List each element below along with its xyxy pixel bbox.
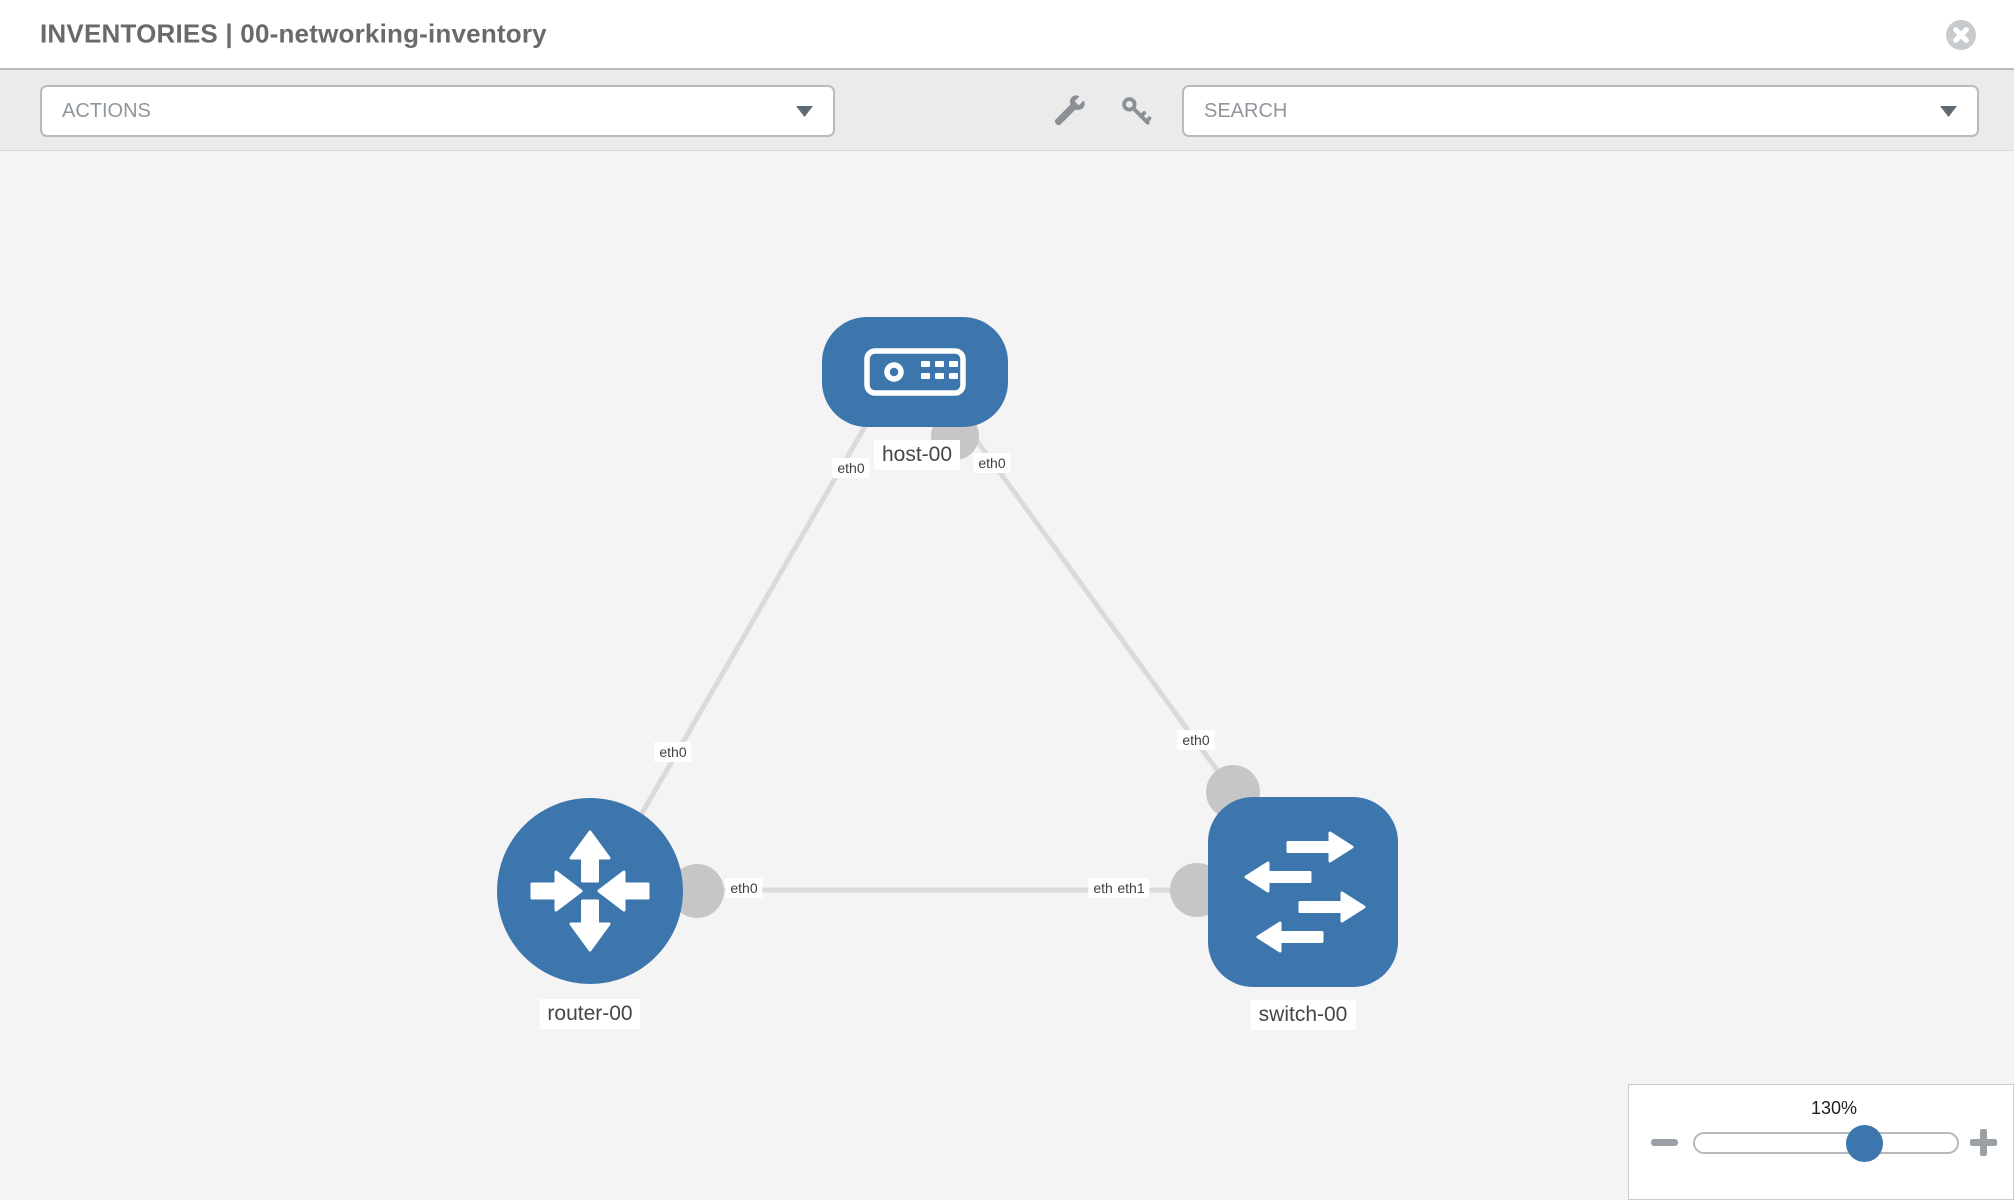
node-label-switch: switch-00: [1250, 1000, 1356, 1030]
port-label-host-router-mid: eth0: [654, 742, 692, 762]
close-button[interactable]: [1945, 19, 1977, 51]
link-host-router: [597, 402, 881, 888]
zoom-slider-handle[interactable]: [1846, 1125, 1883, 1162]
port-router-right: [670, 864, 724, 918]
zoom-slider-track[interactable]: [1693, 1132, 1959, 1154]
topology-graph: [497, 317, 1398, 987]
router-arrows-icon: [530, 830, 650, 952]
server-icon: [864, 348, 966, 396]
link-lines[interactable]: [597, 402, 1236, 893]
search-dropdown-label: SEARCH: [1204, 99, 1288, 122]
window-header: INVENTORIES | 00-networking-inventory: [0, 0, 2014, 68]
node-label-host: host-00: [873, 440, 961, 470]
zoom-level-value: 130%: [1810, 1098, 1858, 1118]
node-router-00[interactable]: [497, 798, 683, 984]
port-label-host-switch-mid: eth0: [1177, 730, 1215, 750]
actions-dropdown-label: ACTIONS: [62, 99, 151, 122]
page-title: INVENTORIES | 00-networking-inventory: [40, 18, 547, 49]
port-label-host-right: eth0: [973, 453, 1011, 473]
credentials-button[interactable]: [1119, 94, 1153, 128]
node-label-router: router-00: [539, 999, 641, 1029]
close-icon: [1946, 20, 1976, 50]
node-host-00[interactable]: [822, 317, 1008, 427]
port-label-switch-eth1: eth1: [1112, 878, 1150, 898]
port-label-host-left: eth0: [832, 458, 870, 478]
switch-arrows-icon: [1244, 831, 1366, 953]
zoom-in-button[interactable]: [1969, 1128, 1998, 1157]
search-dropdown[interactable]: SEARCH: [1182, 85, 1979, 137]
port-label-router-right: eth0: [725, 878, 763, 898]
topology-canvas[interactable]: host-00 router-00 switch-00 eth0 eth0 et…: [0, 151, 2014, 1200]
zoom-control-panel: 130%: [1628, 1084, 2014, 1200]
key-icon: [1122, 97, 1152, 125]
chevron-down-icon: [796, 105, 813, 117]
wrench-icon: [1054, 95, 1085, 126]
actions-dropdown[interactable]: ACTIONS: [40, 85, 835, 137]
plus-icon: [1969, 1128, 1998, 1157]
interface-ports[interactable]: [670, 412, 1260, 918]
tools-button[interactable]: [1052, 94, 1086, 128]
toolbar: ACTIONS SEARCH: [0, 68, 2014, 151]
node-switch-00[interactable]: [1208, 797, 1398, 987]
zoom-out-button[interactable]: [1651, 1139, 1678, 1146]
chevron-down-icon: [1940, 105, 1957, 117]
